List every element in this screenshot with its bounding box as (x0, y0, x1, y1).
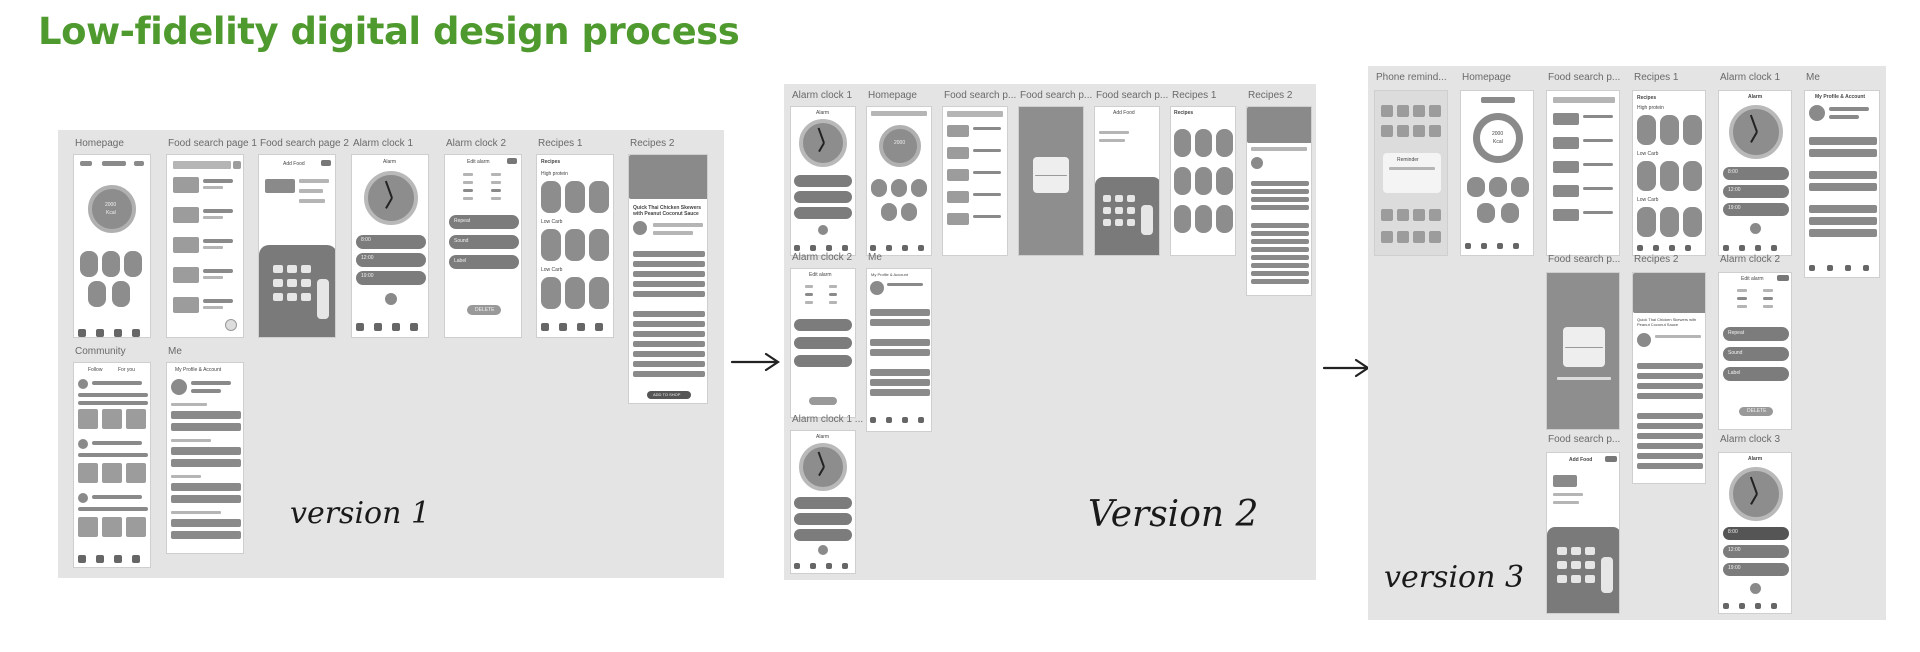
frame-v3-alarm-clock-2[interactable]: Alarm clock 2 Edit alarm Repeat Sound La… (1718, 254, 1792, 430)
frame-label: Food search page 2 (260, 138, 349, 149)
frame-label: Food search p... (1096, 90, 1169, 101)
clock-icon (1729, 105, 1783, 159)
frame-label: Alarm clock 1 (1720, 72, 1781, 83)
frame-v1-me[interactable]: Me My Profile & Account (166, 346, 244, 554)
frame-v3-recipes-2[interactable]: Recipes 2 Quick Thai Chicken Skewers wit… (1632, 254, 1706, 484)
frame-label: Homepage (1462, 72, 1511, 83)
frame-label: Me (1806, 72, 1820, 83)
frame-label: Alarm clock 1 (353, 138, 414, 149)
frame-v1-community[interactable]: Community Follow For you (73, 346, 151, 568)
frame-v2-alarm-clock-3[interactable]: Alarm clock 1 ... Alarm (790, 414, 863, 574)
avatar (870, 281, 884, 295)
frame-label: Food search p... (1548, 72, 1621, 83)
frame-label: Me (868, 252, 882, 263)
add-to-shop-button[interactable] (647, 391, 691, 399)
frame-v1-recipes-1[interactable]: Recipes 1 Recipes High protein Low Carb … (536, 138, 614, 338)
clock-icon (1729, 467, 1783, 521)
version-1-board: Homepage 2000 Kcal Food search page 1 (58, 130, 724, 578)
frame-v1-food-search-1[interactable]: Food search page 1 (166, 138, 257, 338)
frame-v3-food-search-2[interactable]: Food search p... (1546, 254, 1620, 430)
add-alarm-button[interactable] (385, 293, 397, 305)
frame-label: Me (168, 346, 182, 357)
frame-v2-recipes-1[interactable]: Recipes 1 Recipes (1170, 90, 1236, 256)
frame-label: Alarm clock 1 (792, 90, 853, 101)
delete-button[interactable] (467, 305, 501, 315)
frame-v3-me[interactable]: Me My Profile & Account (1804, 72, 1880, 278)
frame-v2-food-search-1[interactable]: Food search p... (942, 90, 1016, 256)
frame-label: Homepage (75, 138, 124, 149)
frame-v3-food-search-3[interactable]: Food search p... Add Food (1546, 434, 1620, 614)
clock-icon (364, 171, 418, 225)
calorie-ring (1473, 113, 1523, 163)
check-icon[interactable] (225, 319, 237, 331)
frame-v1-homepage[interactable]: Homepage 2000 Kcal (73, 138, 151, 338)
frame-v3-alarm-clock-1[interactable]: Alarm clock 1 Alarm 8:00 12:00 19:00 (1718, 72, 1792, 256)
reminder-popup[interactable] (1383, 153, 1441, 193)
frame-v2-alarm-clock-2[interactable]: Alarm clock 2 Edit alarm (790, 252, 856, 418)
frame-label: Homepage (868, 90, 917, 101)
calorie-ring (879, 125, 921, 167)
frame-label: Community (75, 346, 126, 357)
frame-v2-recipes-2[interactable]: Recipes 2 (1246, 90, 1312, 296)
version-2-board: Alarm clock 1 Alarm Homepage 2000 Food (784, 84, 1316, 580)
frame-v3-homepage[interactable]: Homepage 2000 Kcal (1460, 72, 1534, 256)
frame-v3-recipes-1[interactable]: Recipes 1 Recipes High protein Low Carb … (1632, 72, 1706, 256)
frame-v2-homepage[interactable]: Homepage 2000 (866, 90, 932, 256)
clock-icon (799, 119, 847, 167)
frame-v2-food-search-3[interactable]: Food search p... Add Food (1094, 90, 1168, 256)
frame-v2-alarm-clock-1[interactable]: Alarm clock 1 Alarm (790, 90, 856, 256)
frame-label: Phone remind... (1376, 72, 1447, 83)
frame-v3-alarm-clock-3[interactable]: Alarm clock 3 Alarm 8:00 12:00 19:00 (1718, 434, 1792, 614)
frame-v1-alarm-clock-1[interactable]: Alarm clock 1 Alarm 8:00 12:00 19:00 (351, 138, 429, 338)
version-3-label: version 3 (1384, 560, 1525, 595)
frame-v2-food-search-2[interactable]: Food search p... (1018, 90, 1092, 256)
avatar (171, 379, 187, 395)
arrow-right-icon (730, 352, 780, 372)
frame-label: Food search p... (944, 90, 1017, 101)
avatar (1809, 105, 1825, 121)
frame-label: Food search page 1 (168, 138, 257, 149)
frame-label: Recipes 1 (1172, 90, 1217, 101)
version-1-label: version 1 (290, 496, 431, 531)
page-title: Low-fidelity digital design process (38, 10, 740, 53)
frame-label: Alarm clock 2 (446, 138, 507, 149)
frame-label: Alarm clock 1 ... (792, 414, 864, 425)
frame-label: Alarm clock 3 (1720, 434, 1781, 445)
calorie-ring (88, 185, 136, 233)
frame-label: Recipes 2 (1248, 90, 1293, 101)
frame-label: Food search p... (1548, 434, 1621, 445)
frame-label: Food search p... (1548, 254, 1621, 265)
arrow-right-icon (1322, 358, 1370, 378)
frame-label: Recipes 1 (538, 138, 583, 149)
version-3-board: Phone remind... Reminder Homepage 2000 K… (1368, 66, 1886, 620)
frame-v1-recipes-2[interactable]: Recipes 2 Quick Thai Chicken Skewers wit… (628, 138, 708, 404)
frame-label: Recipes 2 (1634, 254, 1679, 265)
frame-label: Food search p... (1020, 90, 1093, 101)
frame-label: Recipes 1 (1634, 72, 1679, 83)
frame-label: Alarm clock 2 (1720, 254, 1781, 265)
frame-v1-alarm-clock-2[interactable]: Alarm clock 2 Edit alarm Repeat Sound La… (444, 138, 522, 338)
frame-v2-me[interactable]: Me My Profile & Account (866, 252, 932, 432)
frame-v1-food-search-2[interactable]: Food search page 2 Add Food (258, 138, 349, 338)
frame-v3-phone-reminder[interactable]: Phone remind... Reminder (1374, 72, 1448, 256)
delete-button[interactable] (1739, 407, 1773, 416)
frame-v3-food-search-1[interactable]: Food search p... (1546, 72, 1620, 256)
frame-label: Alarm clock 2 (792, 252, 853, 263)
frame-label: Recipes 2 (630, 138, 675, 149)
add-alarm-button[interactable] (1750, 223, 1761, 234)
version-2-label: Version 2 (1088, 494, 1259, 535)
clock-icon (799, 443, 847, 491)
